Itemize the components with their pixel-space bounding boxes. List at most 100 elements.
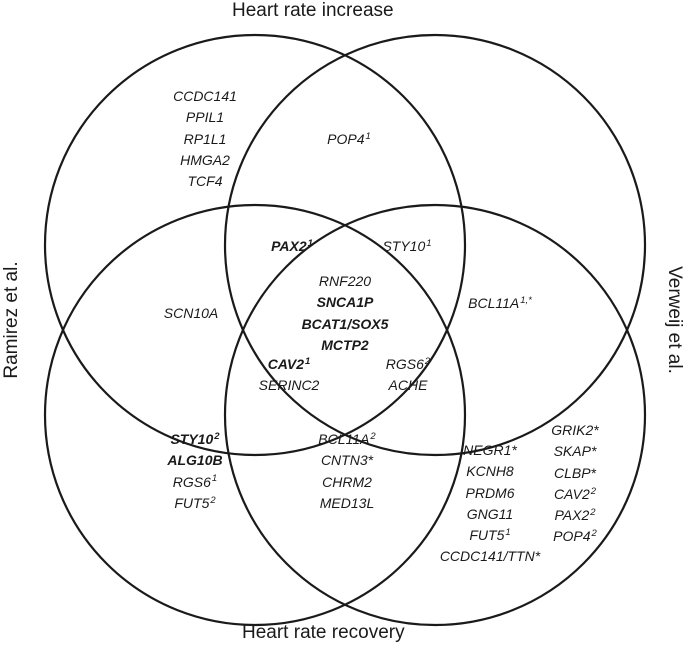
gene-label: PRDM6	[440, 483, 540, 504]
gene-superscript: 1	[211, 473, 218, 485]
gene-name: CAV2	[553, 485, 590, 502]
gene-name: BCL11A	[468, 295, 520, 311]
gene-superscript: 2	[424, 355, 431, 367]
gene-superscript: 2	[590, 485, 597, 497]
gene-superscript: 1	[307, 237, 313, 249]
region-increase-ramirez-verweij: STY101	[382, 236, 431, 257]
region-increase-verweij: POP41	[327, 129, 371, 150]
gene-name: KCNH8	[466, 463, 514, 480]
gene-label: RNF220	[302, 271, 389, 292]
gene-label: PAX21	[271, 236, 313, 257]
gene-label: CCDC141	[173, 86, 237, 107]
gene-label: CNTN3*	[318, 450, 375, 471]
gene-label: ALG10B	[167, 450, 222, 471]
gene-name: MCTP2	[321, 336, 369, 353]
gene-label: POP42	[551, 526, 598, 547]
gene-name: STY10	[170, 431, 214, 447]
label-heart-rate-recovery: Heart rate recovery	[242, 622, 405, 643]
gene-name: SERINC2	[258, 377, 320, 394]
gene-label: MED13L	[318, 493, 375, 514]
gene-name: CAV2	[267, 356, 304, 372]
gene-name: ALG10B	[167, 452, 223, 469]
gene-label: BCL11A1,*	[468, 293, 532, 314]
gene-name: BCAT1/SOX5	[301, 315, 389, 332]
gene-name: CNTN3*	[320, 452, 374, 469]
gene-superscript: 1	[426, 237, 432, 249]
gene-label: RP1L1	[173, 129, 237, 150]
gene-label: CLBP*	[551, 463, 598, 484]
gene-superscript: 2	[590, 506, 596, 518]
gene-label: ACHE	[386, 375, 430, 396]
gene-name: POP4	[327, 131, 365, 147]
gene-label: CHRM2	[318, 472, 375, 493]
gene-label: GRIK2*	[551, 420, 598, 441]
gene-name: MED13L	[319, 494, 375, 511]
gene-name: NEGR1*	[463, 442, 517, 458]
gene-name: CCDC141	[173, 88, 237, 104]
gene-name: RP1L1	[183, 130, 227, 147]
gene-name: ACHE	[388, 377, 428, 394]
gene-name: GNG11	[466, 505, 514, 522]
label-ramirez: Ramirez et al.	[1, 261, 22, 379]
region-ramirez-only: SCN10A	[164, 303, 218, 324]
label-verweij: Verweij et al.	[664, 266, 685, 374]
circle-ramirez	[43, 203, 467, 627]
circle-verweij	[223, 33, 647, 457]
gene-label: BCAT1/SOX5	[302, 314, 389, 335]
circle-heart-rate-increase	[43, 33, 467, 457]
region-verweij-only: BCL11A1,*	[468, 293, 532, 314]
gene-label: RGS61	[167, 472, 222, 493]
gene-label: SNCA1P	[302, 292, 389, 313]
gene-superscript: 2	[210, 494, 216, 506]
gene-label: SKAP*	[551, 441, 598, 462]
gene-label: RGS62	[386, 354, 430, 375]
gene-label: STY102	[167, 429, 222, 450]
gene-name: RNF220	[318, 273, 372, 289]
gene-name: PPIL1	[185, 109, 225, 126]
gene-superscript: 1	[305, 355, 311, 367]
gene-name: SCN10A	[163, 305, 219, 321]
label-heart-rate-increase: Heart rate increase	[232, 0, 394, 21]
gene-superscript: 2	[214, 430, 220, 442]
gene-label: HMGA2	[173, 150, 237, 171]
gene-name: BCL11A	[318, 431, 370, 447]
gene-superscript: 1	[505, 526, 511, 538]
gene-superscript: 1	[365, 130, 371, 142]
gene-label: SCN10A	[164, 303, 218, 324]
gene-label: NEGR1*	[440, 440, 540, 461]
gene-label: BCL11A2	[318, 429, 375, 450]
gene-name: STY10	[382, 238, 426, 254]
gene-superscript: 1,*	[520, 294, 532, 306]
gene-label: CCDC141/TTN*	[440, 546, 540, 567]
gene-superscript: 2	[591, 528, 597, 540]
gene-superscript: 2	[370, 430, 376, 442]
region-increase-ramirez: PAX21	[271, 236, 313, 257]
gene-name: CHRM2	[322, 473, 372, 490]
gene-label: POP41	[327, 129, 371, 150]
gene-name: SKAP*	[553, 443, 597, 460]
gene-name: RGS6	[385, 356, 424, 372]
gene-label: FUT52	[167, 493, 222, 514]
circle-heart-rate-recovery	[223, 203, 647, 627]
gene-name: PRDM6	[465, 484, 515, 501]
gene-label: PPIL1	[173, 107, 237, 128]
gene-name: FUT5	[469, 527, 505, 544]
gene-name: PAX2	[554, 507, 590, 524]
gene-name: CCDC141/TTN*	[439, 548, 541, 565]
gene-name: POP4	[553, 528, 591, 545]
gene-label: KCNH8	[440, 461, 540, 482]
gene-name: FUT5	[174, 494, 210, 511]
gene-name: CLBP*	[553, 464, 597, 481]
gene-name: PAX2	[271, 238, 307, 254]
gene-name: HMGA2	[180, 151, 230, 168]
gene-label: FUT51	[440, 525, 540, 546]
